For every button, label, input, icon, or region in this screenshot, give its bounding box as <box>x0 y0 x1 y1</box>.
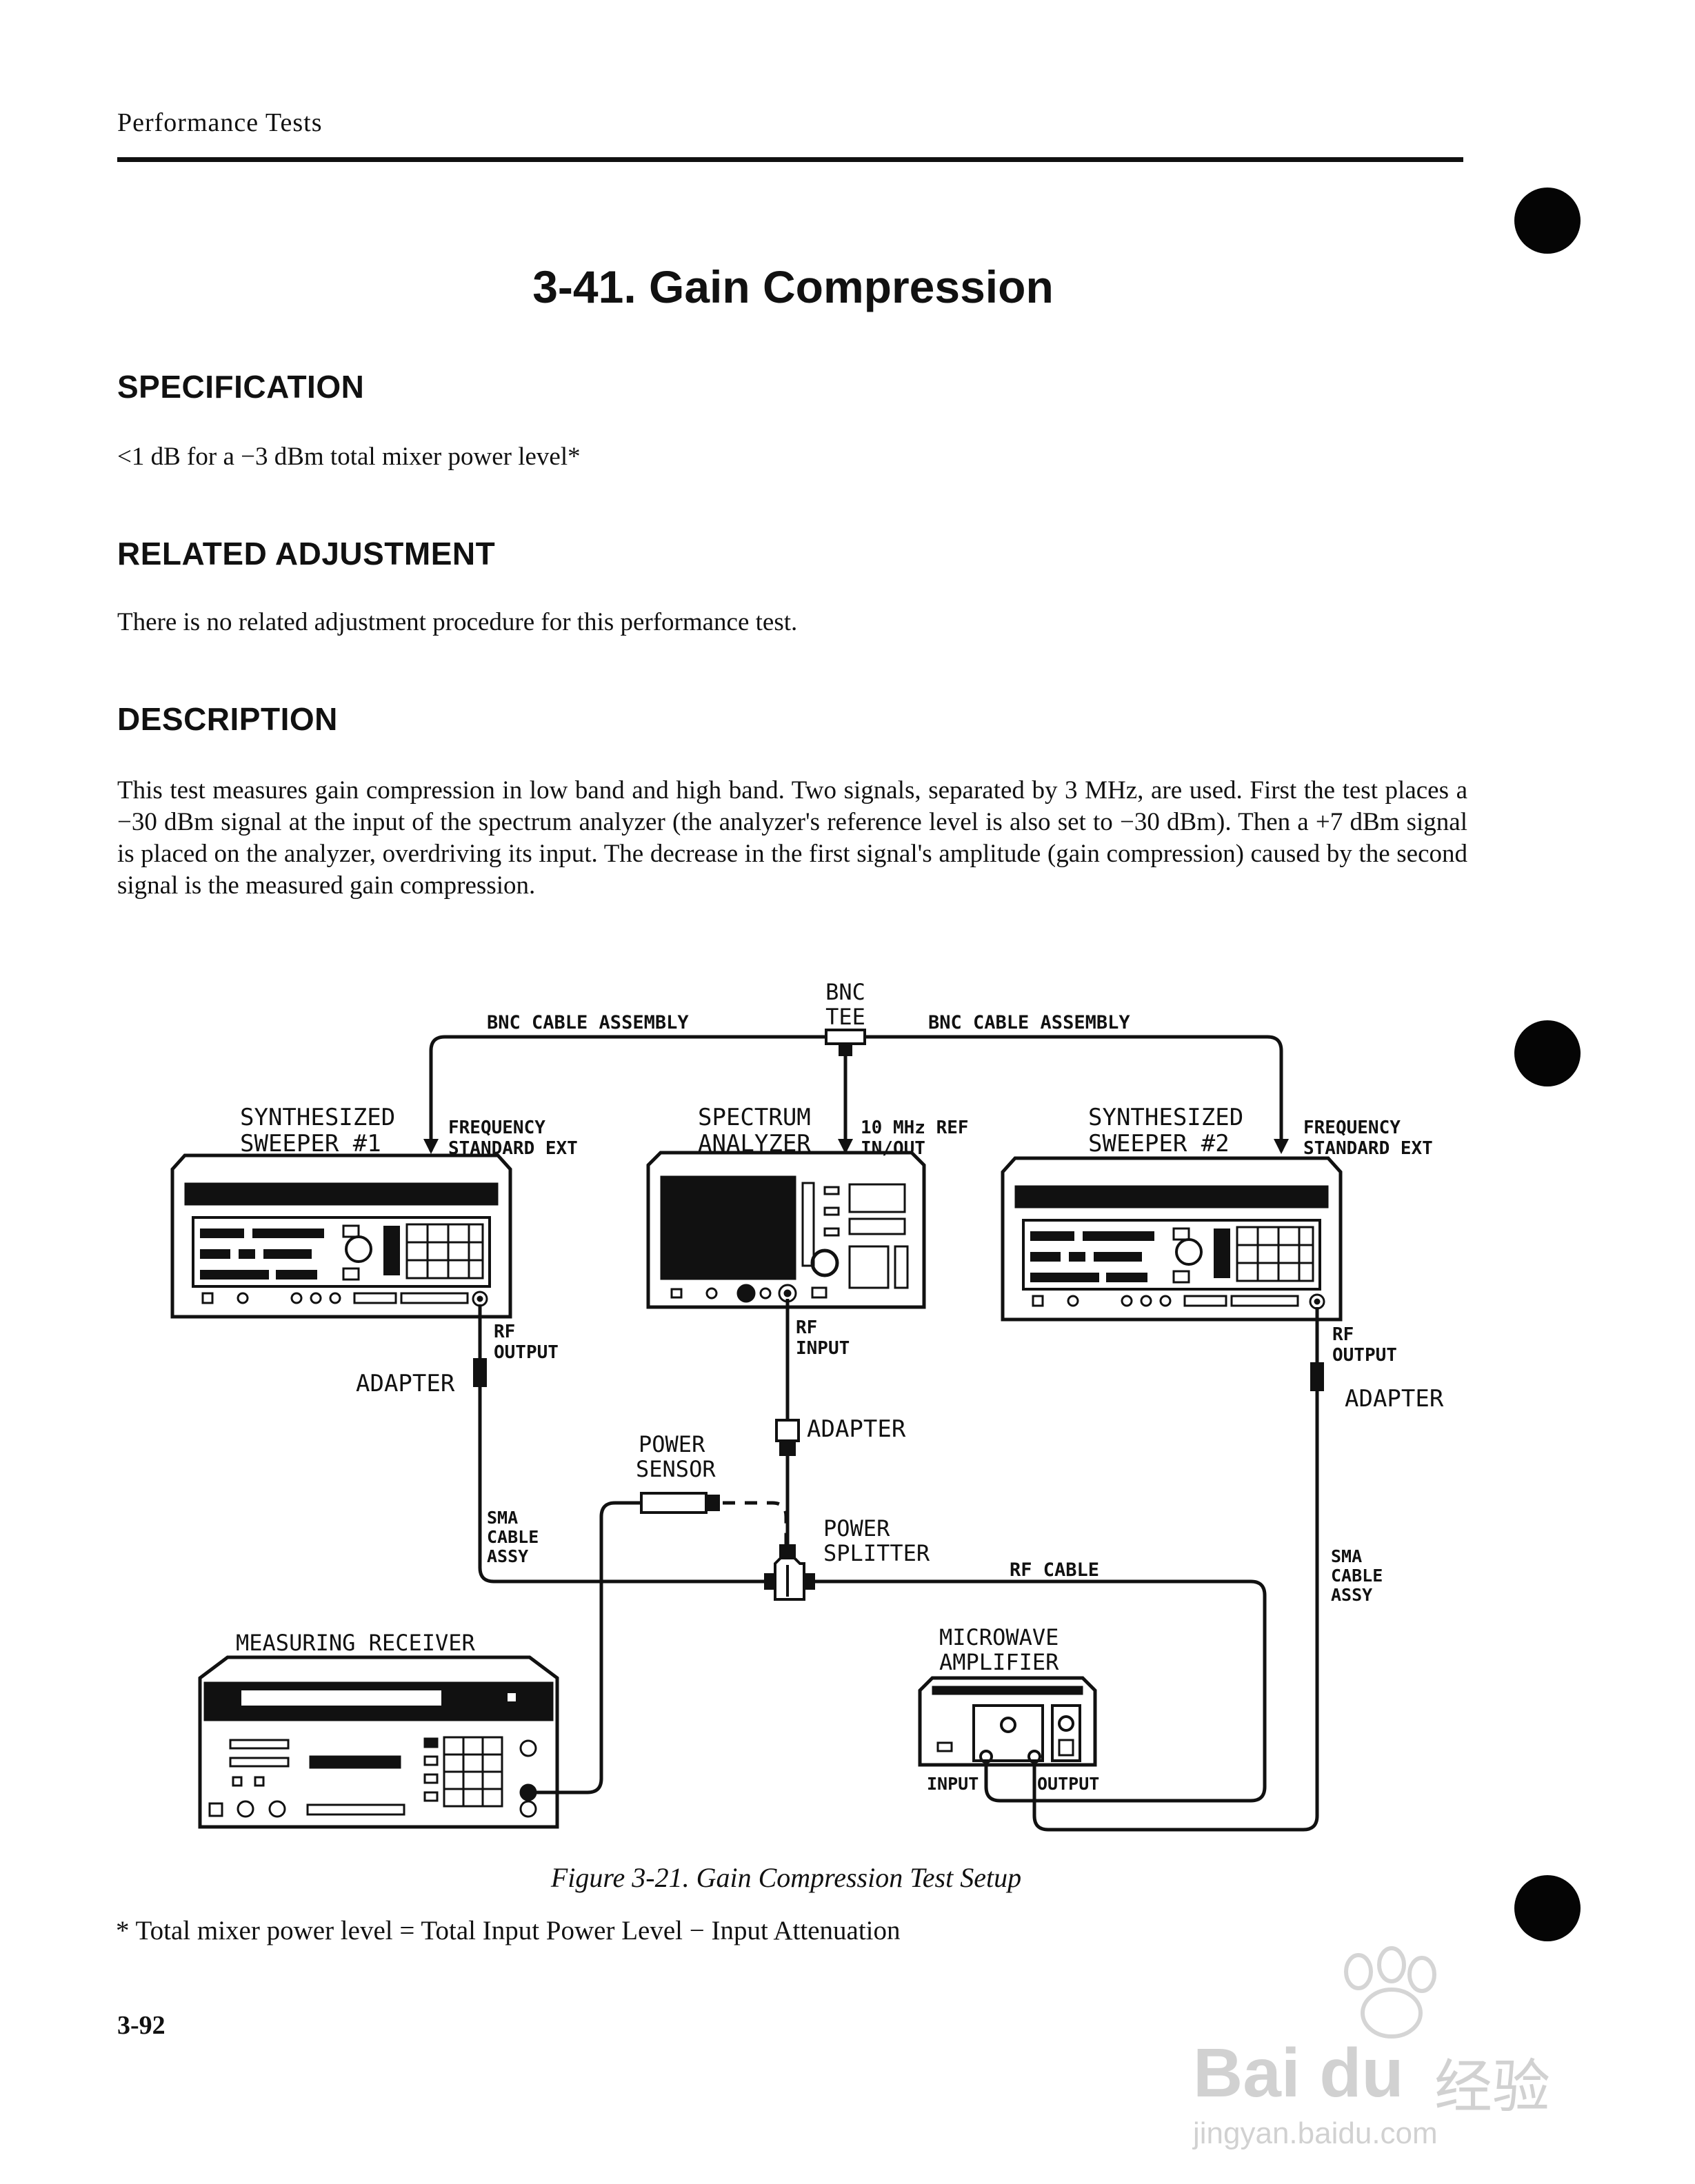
label-analyzer: SPECTRUM <box>698 1104 811 1131</box>
label-sma-left: CABLE <box>487 1527 539 1547</box>
label-amp-output: OUTPUT <box>1037 1774 1099 1794</box>
punch-hole <box>1514 188 1581 254</box>
adapter-left <box>473 1358 487 1387</box>
label-freq-std-left: FREQUENCY <box>448 1118 545 1138</box>
specification-heading: SPECIFICATION <box>117 369 365 405</box>
label-sweeper-2: SYNTHESIZED <box>1088 1104 1243 1131</box>
label-rf-output-right: OUTPUT <box>1332 1345 1397 1366</box>
arrow-icon <box>423 1139 439 1154</box>
label-rf-output-right: RF <box>1332 1324 1354 1345</box>
bnc-cable-left <box>429 1035 841 1151</box>
sensor-link <box>723 1501 788 1544</box>
page-title: 3-41. Gain Compression <box>532 261 1054 312</box>
label-freq-std-right: STANDARD EXT <box>1303 1138 1433 1159</box>
watermark-cjk: 经验 <box>1434 2054 1551 2119</box>
label-rf-input: INPUT <box>796 1338 850 1359</box>
label-sma-right: ASSY <box>1331 1585 1372 1605</box>
paw-logo-icon <box>1344 1946 1436 2039</box>
arrow-icon <box>1274 1139 1289 1154</box>
watermark-url: jingyan.baidu.com <box>1193 2116 1438 2150</box>
label-sma-right: SMA <box>1331 1546 1362 1566</box>
label-rf-output-left: RF <box>494 1322 515 1342</box>
label-power-sensor: POWER <box>639 1431 705 1457</box>
label-sweeper-2: SWEEPER #2 <box>1088 1130 1230 1157</box>
label-power-splitter: POWER <box>823 1515 890 1541</box>
watermark-brand: Bai du <box>1193 2034 1404 2112</box>
label-measuring-receiver: MEASURING RECEIVER <box>236 1630 476 1656</box>
sma-cable-right <box>1032 1307 1319 1832</box>
bnc-cable-right <box>850 1035 1283 1151</box>
synthesized-sweeper-1 <box>170 1153 512 1319</box>
label-adapter-center: ADAPTER <box>807 1415 906 1443</box>
watermark: Bai du 经验 jingyan.baidu.com <box>1172 1944 1600 2151</box>
adapter-center <box>775 1419 800 1456</box>
power-splitter <box>764 1544 815 1601</box>
label-rf-output-left: OUTPUT <box>494 1342 559 1363</box>
label-microwave-amplifier: AMPLIFIER <box>939 1649 1059 1675</box>
bnc-tee <box>825 1029 866 1056</box>
rf-cable <box>815 1579 1267 1803</box>
description-text: This test measures gain compression in l… <box>117 776 1467 900</box>
sma-cable-left <box>478 1304 764 1584</box>
punch-hole <box>1514 1875 1581 1941</box>
label-sma-left: SMA <box>487 1508 518 1528</box>
footnote: * Total mixer power level = Total Input … <box>116 1916 901 1945</box>
related-adjustment-heading: RELATED ADJUSTMENT <box>117 536 496 572</box>
measuring-receiver <box>198 1655 559 1829</box>
label-bnc-cable-right: BNC CABLE ASSEMBLY <box>928 1012 1130 1033</box>
label-adapter-left: ADAPTER <box>356 1370 455 1397</box>
label-sma-right: CABLE <box>1331 1566 1383 1586</box>
label-rf-cable: RF CABLE <box>1010 1559 1099 1581</box>
description-heading: DESCRIPTION <box>117 701 338 737</box>
microwave-amplifier <box>918 1676 1097 1767</box>
punch-hole <box>1514 1020 1581 1086</box>
label-sweeper-1: SWEEPER #1 <box>240 1130 381 1157</box>
synthesized-sweeper-2 <box>1001 1156 1343 1322</box>
spectrum-analyzer <box>646 1151 926 1309</box>
specification-text: <1 dB for a −3 dBm total mixer power lev… <box>117 443 581 471</box>
figure-caption: Figure 3-21. Gain Compression Test Setup <box>550 1862 1022 1893</box>
label-freq-std-right: FREQUENCY <box>1303 1118 1401 1138</box>
running-header: Performance Tests <box>117 108 323 137</box>
label-power-splitter: SPLITTER <box>823 1540 930 1566</box>
label-10mhz-ref: 10 MHz REF <box>861 1118 969 1138</box>
header-rule <box>117 157 1463 162</box>
label-bnc-tee: BNC <box>825 979 865 1005</box>
label-power-sensor: SENSOR <box>636 1456 716 1482</box>
label-bnc-cable-left: BNC CABLE ASSEMBLY <box>487 1012 689 1033</box>
label-sma-left: ASSY <box>487 1546 528 1566</box>
label-amp-input: INPUT <box>927 1774 979 1794</box>
label-sweeper-1: SYNTHESIZED <box>240 1104 395 1131</box>
sensor-cable <box>531 1501 641 1794</box>
related-adjustment-text: There is no related adjustment procedure… <box>117 608 798 636</box>
adapter-right <box>1310 1362 1324 1391</box>
power-sensor <box>640 1492 720 1514</box>
page-number: 3-92 <box>117 2011 166 2040</box>
label-freq-std-left: STANDARD EXT <box>448 1138 578 1159</box>
label-microwave-amplifier: MICROWAVE <box>939 1624 1059 1650</box>
label-analyzer: ANALYZER <box>698 1130 811 1157</box>
label-10mhz-ref: IN/OUT <box>861 1138 925 1159</box>
label-adapter-right: ADAPTER <box>1345 1385 1444 1413</box>
label-bnc-tee: TEE <box>825 1004 865 1030</box>
arrow-icon <box>838 1139 853 1154</box>
label-rf-input: RF <box>796 1317 817 1338</box>
